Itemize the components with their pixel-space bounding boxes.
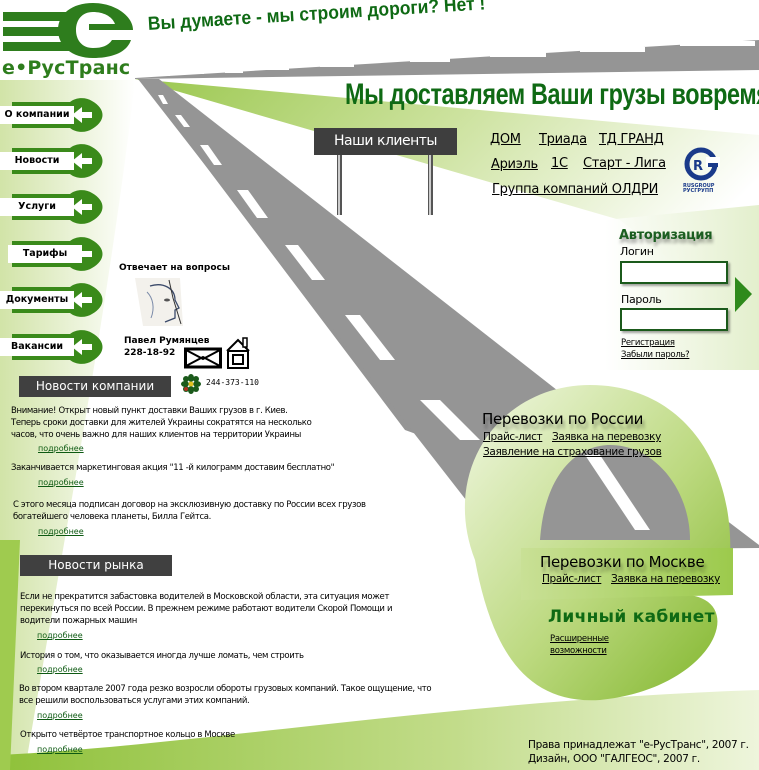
market-news-title: Новости рынка [20,555,172,576]
footer: Права принадлежат "е-РусТранс", 2007 г. … [528,738,749,766]
login-input[interactable] [620,261,728,284]
login-label: Логин [620,245,654,258]
client-link-oldri[interactable]: Группа компаний ОЛДРИ [492,182,659,197]
client-link-1c[interactable]: 1С [551,156,568,171]
register-link[interactable]: Регистрация [621,338,675,348]
more-link[interactable]: подробнее [37,711,83,720]
footer-design: Дизайн, ООО "ГАЛГЕОС", 2007 г. [528,753,700,765]
rusgroup-caption: RUSGROUP РУСГРУПП [683,183,715,194]
rusgroup-logo-icon[interactable]: R [684,147,720,183]
more-link[interactable]: подробнее [38,444,84,453]
contact-heading: Отвечает на вопросы [119,263,230,273]
svg-text:R: R [693,159,703,174]
menu-item-about[interactable]: О компании [0,97,104,133]
market-news-item: История о том, что оказывается иногда лу… [20,651,304,661]
auth-submit-arrow [735,277,752,312]
market-news-item: Открыто четвёртое транспортное кольцо в … [20,730,235,740]
menu-label: Услуги [0,198,74,216]
menu-label: Вакансии [0,338,74,356]
menu-item-tariffs[interactable]: Тарифы [0,236,104,272]
moscow-title: Перевозки по Москве [540,553,705,571]
russia-price-list-link[interactable]: Прайс-лист [483,431,543,443]
menu-label: Новости [0,152,74,170]
menu-label: Тарифы [8,245,82,263]
client-link-triada[interactable]: Триада [539,132,587,147]
menu-label: Документы [0,291,74,309]
menu-item-documents[interactable]: Документы [0,282,104,318]
contact-name: Павел Румянцев [124,336,210,346]
slogan-main: Мы доставляем Ваши грузы вовремя! [345,78,759,111]
client-link-td-grand[interactable]: ТД ГРАНД [599,132,664,147]
russia-request-link[interactable]: Заявка на перевозку [552,431,661,443]
client-link-dom[interactable]: ДОМ [490,132,521,147]
extended-features-link-line2[interactable]: возможности [550,646,607,656]
moscow-request-link[interactable]: Заявка на перевозку [611,573,720,585]
password-label: Пароль [621,293,662,306]
market-news-item: Во втором квартале 2007 года резко возро… [19,684,432,706]
company-news-item: С этого месяца подписан договор на экскл… [13,500,366,522]
password-input[interactable] [620,308,728,331]
more-link[interactable]: подробнее [37,665,83,674]
company-news-item: Заканчивается маркетинговая акция "11 -й… [11,463,335,473]
more-link[interactable]: подробнее [38,527,84,536]
company-news-item: Внимание! Открыт новый пункт доставки Ва… [11,406,312,440]
more-link[interactable]: подробнее [37,745,83,754]
company-news-title: Новости компании [19,376,171,397]
more-link[interactable]: подробнее [38,478,84,487]
auth-title: Авторизация [619,228,713,243]
personal-cabinet-title[interactable]: Личный кабинет [548,607,715,627]
clients-sign: Наши клиенты [314,128,457,155]
portrait-photo [135,278,183,326]
menu-label: О компании [0,106,74,124]
menu-item-vacancies[interactable]: Вакансии [0,329,104,365]
icq-flower-icon[interactable] [181,374,201,394]
brand-name[interactable]: е•РусТранс [2,57,131,79]
moscow-price-list-link[interactable]: Прайс-лист [542,573,602,585]
forgot-password-link[interactable]: Забыли пароль? [621,350,690,360]
client-link-start-liga[interactable]: Старт - Лига [583,156,666,171]
menu-item-services[interactable]: Услуги [0,189,104,225]
contact-phone: 228-18-92 [124,348,176,358]
client-link-ariel[interactable]: Ариэль [491,157,538,172]
home-icon[interactable] [225,337,251,369]
russia-insurance-link[interactable]: Заявление на страхование грузов [483,446,662,458]
market-news-item: Если не прекратится забастовка водителей… [20,592,393,626]
russia-title: Перевозки по России [482,410,644,428]
footer-rights: Права принадлежат "е-РусТранс", 2007 г. [528,739,749,751]
more-link[interactable]: подробнее [37,631,83,640]
icq-number: 244-373-110 [206,378,259,387]
login-submit-button[interactable] [733,275,753,315]
mail-icon[interactable] [184,347,222,369]
extended-features-link-line1[interactable]: Расширенные [550,634,609,644]
menu-item-news[interactable]: Новости [0,143,104,179]
